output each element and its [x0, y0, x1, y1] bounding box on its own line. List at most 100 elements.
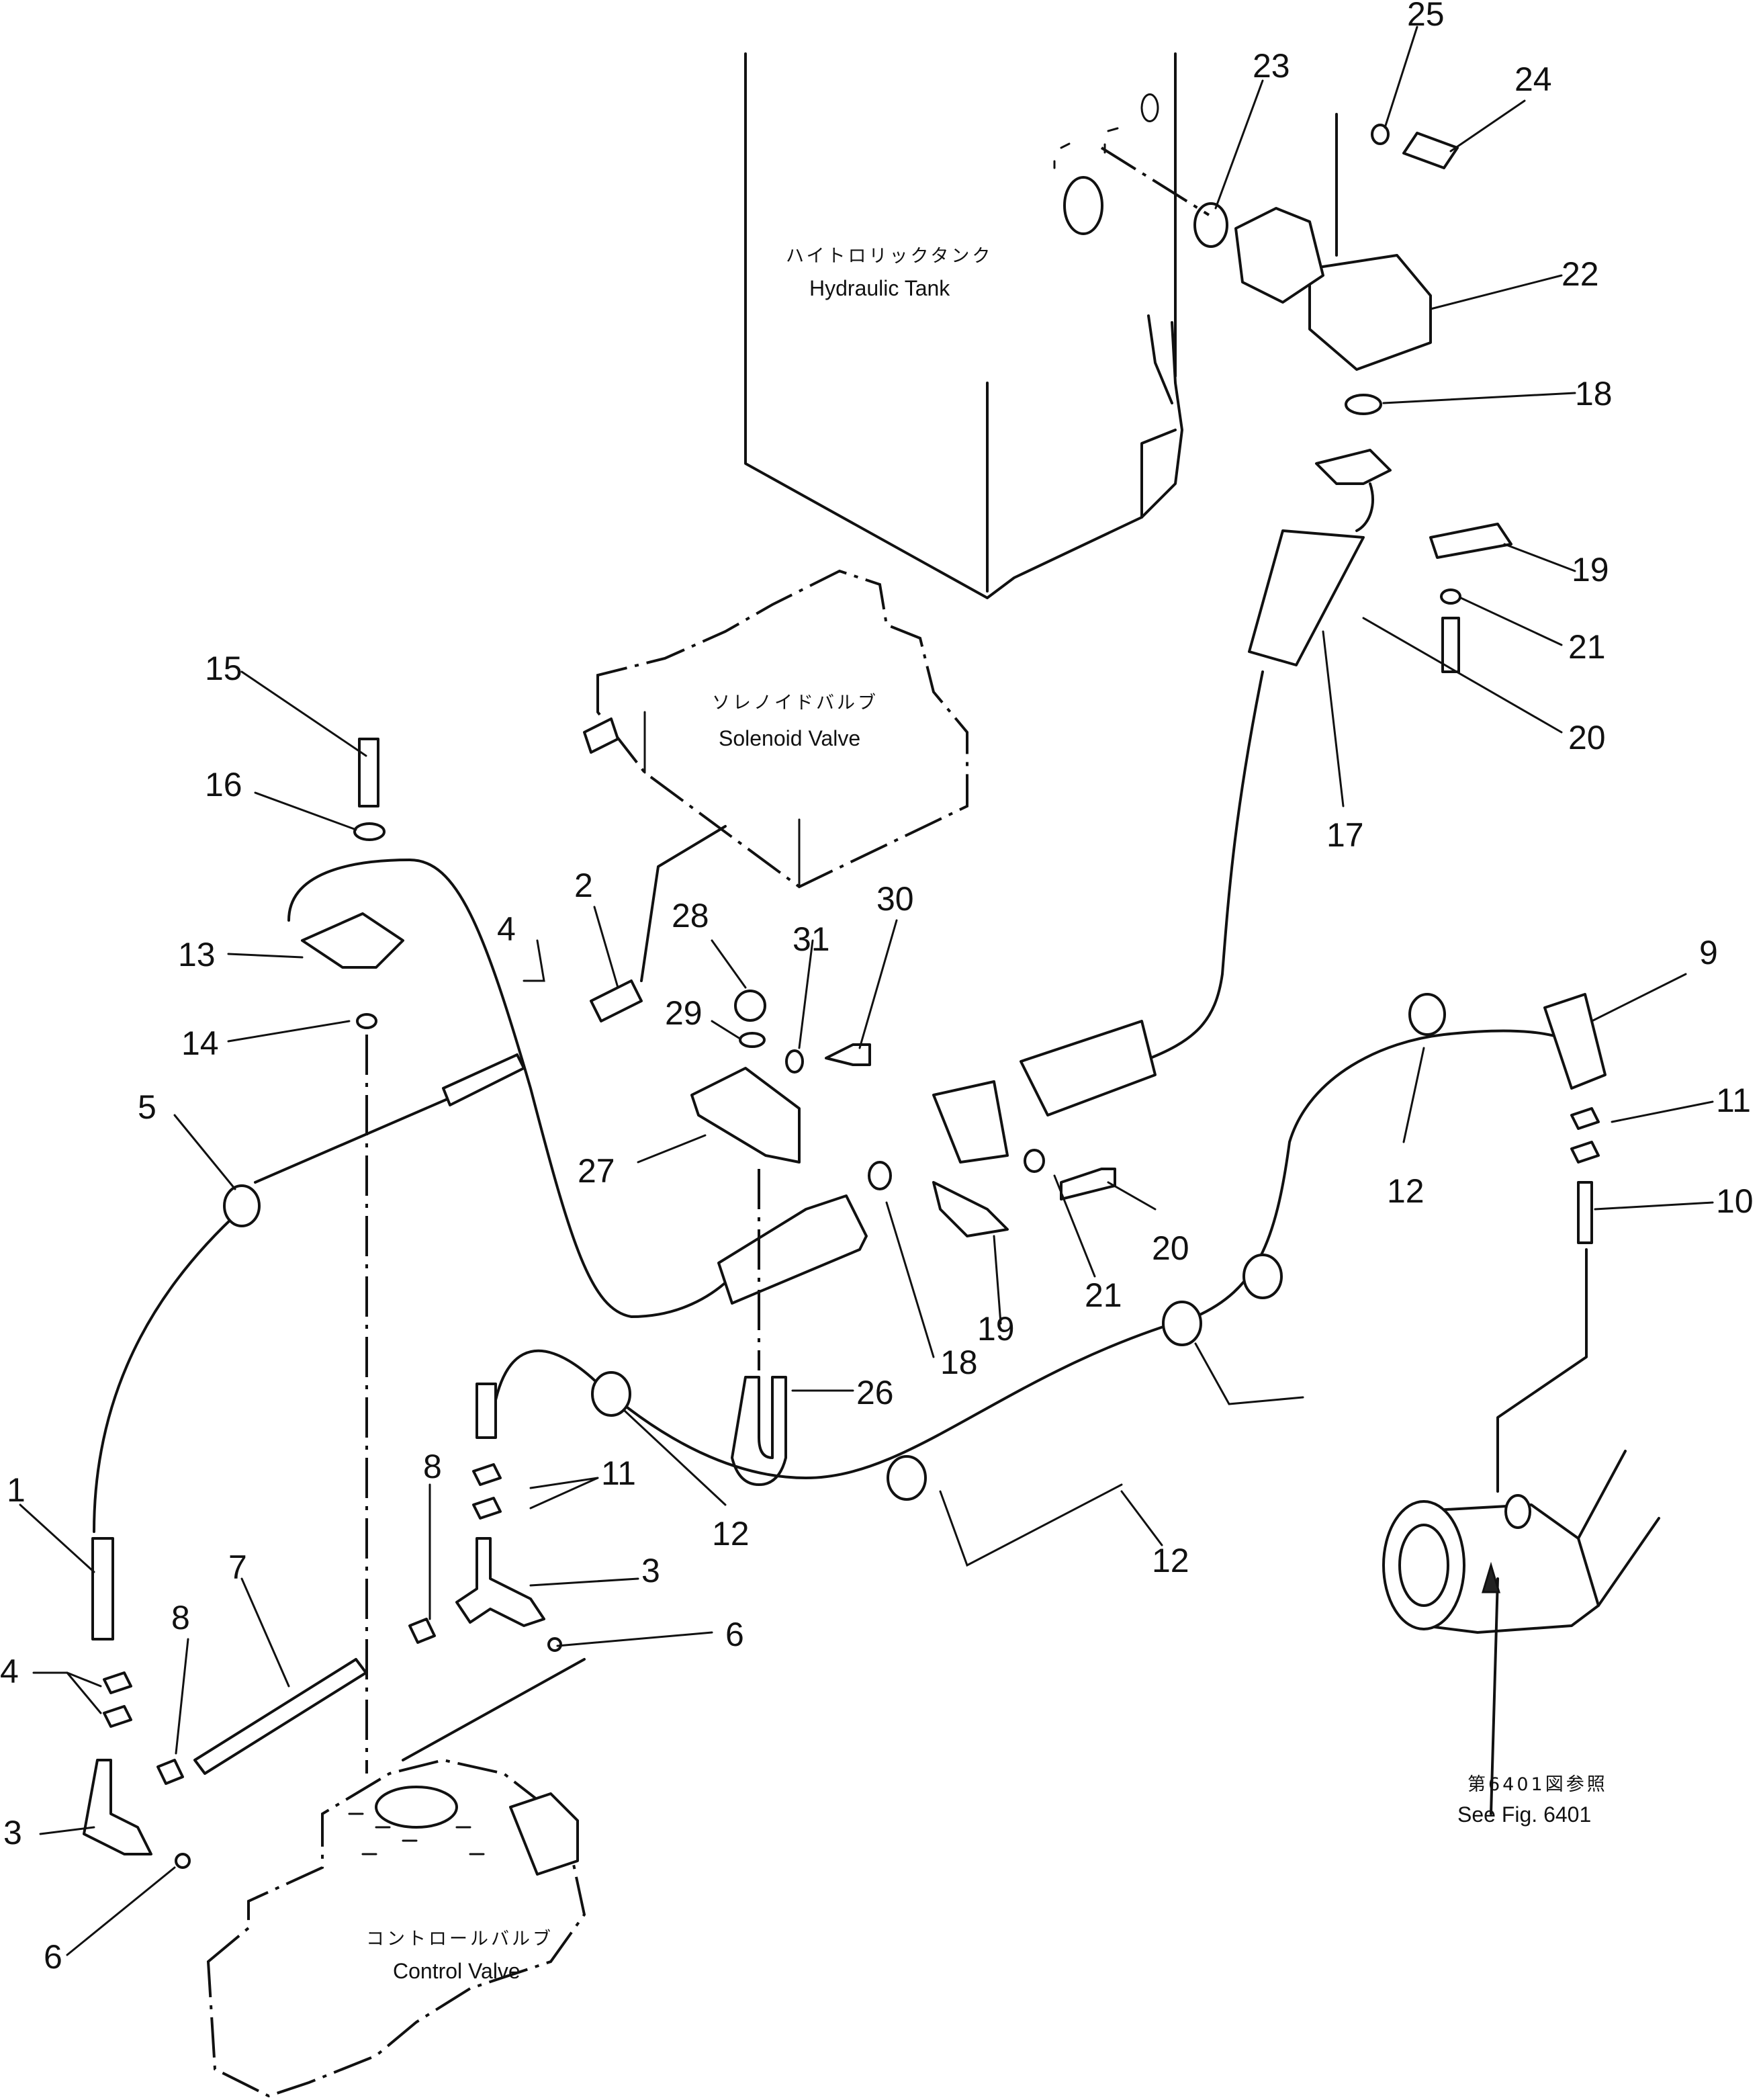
- callout-12-left: 12: [712, 1515, 750, 1552]
- callout-26: 26: [856, 1374, 894, 1411]
- callout-21-lower: 21: [1085, 1276, 1122, 1314]
- solenoid-valve-label-jp: ソレノイドバルブ: [712, 693, 878, 713]
- callout-4-bottom: 4: [0, 1653, 19, 1690]
- callout-17: 17: [1326, 816, 1364, 854]
- part-31-washer: [785, 1049, 804, 1074]
- part-24-bolt: [1402, 132, 1459, 169]
- part-12-bracket-lines: [939, 1342, 1304, 1567]
- part-17-hose: [932, 449, 1392, 1164]
- control-valve-label-en: Control Valve: [393, 1959, 521, 1983]
- part-12-clamp-e: [591, 1371, 631, 1417]
- callout-7: 7: [228, 1548, 247, 1586]
- part-11-clips-left: [472, 1463, 502, 1520]
- callout-20-lower: 20: [1152, 1229, 1189, 1267]
- part-12-clamp-c: [1162, 1301, 1202, 1346]
- part-8-sleeve-right: [408, 1618, 436, 1644]
- callout-22: 22: [1562, 255, 1599, 293]
- part-4-sleeve-top: [442, 1053, 525, 1106]
- callout-19-top: 19: [1572, 551, 1609, 588]
- part-1-hose-end: [91, 1537, 114, 1640]
- callout-19-lower: 19: [977, 1310, 1015, 1348]
- control-valve: コントロールバルブ Control Valve: [206, 1758, 586, 2098]
- part-19-flange-half-lower: [932, 1181, 1009, 1237]
- part-8-sleeve-left: [156, 1759, 184, 1785]
- callout-6-right: 6: [725, 1616, 744, 1653]
- part-21-washer-lower: [1024, 1149, 1045, 1173]
- hydraulic-tank-label-jp: ハイトロリックタンク: [786, 246, 993, 267]
- part-15-bolt: [358, 738, 379, 807]
- callout-18-top: 18: [1575, 375, 1613, 412]
- part-14-o-ring: [356, 1013, 377, 1029]
- callout-6-left: 6: [44, 1938, 62, 1976]
- leader-lines: [19, 26, 1714, 1956]
- callout-11-right: 11: [1716, 1082, 1751, 1119]
- callout-29: 29: [665, 994, 703, 1032]
- callout-30: 30: [876, 880, 914, 918]
- part-6-o-ring-left: [175, 1853, 191, 1869]
- part-12-clamp-a: [1408, 993, 1446, 1036]
- solenoid-valve-label-en: Solenoid Valve: [719, 726, 860, 750]
- part-22-strainer: [1234, 113, 1432, 371]
- part-hose-end-mid: [476, 1383, 497, 1439]
- callout-12-right: 12: [1387, 1172, 1425, 1210]
- callout-9: 9: [1699, 934, 1718, 971]
- hydraulic-tank-label-en: Hydraulic Tank: [809, 276, 950, 300]
- part-19-flange-half-top: [1429, 523, 1512, 559]
- part-11-clips-right: [1570, 1107, 1600, 1164]
- callout-12-bottom: 12: [1152, 1542, 1189, 1579]
- part-7-tube: [193, 1658, 367, 1775]
- callout-14: 14: [181, 1024, 219, 1062]
- callout-1: 1: [7, 1471, 26, 1509]
- part-6-o-ring-right: [547, 1637, 562, 1652]
- part-27-bracket: [690, 1067, 801, 1164]
- part-2-connector: [590, 979, 643, 1022]
- callout-8-right: 8: [423, 1448, 442, 1485]
- callout-25: 25: [1407, 0, 1445, 33]
- part-3-tee-left: [83, 1759, 152, 1855]
- part-5-clamp: [223, 1184, 261, 1227]
- part-12-clamp-d: [887, 1455, 927, 1501]
- callout-21-top: 21: [1568, 628, 1606, 666]
- see-fig-label-jp: 第6401図参照: [1467, 1774, 1608, 1795]
- part-12-clamp-b: [1242, 1254, 1283, 1299]
- callout-31: 31: [793, 920, 830, 958]
- pipe-flange-lower: [717, 1194, 868, 1305]
- part-21-washer-top: [1440, 588, 1461, 605]
- line-control-to-6: [402, 1658, 586, 1761]
- callout-20-top: 20: [1568, 719, 1606, 756]
- part-26-u-pipe: [731, 1376, 787, 1486]
- callout-11-left: 11: [601, 1454, 636, 1492]
- centerline-22: [1100, 146, 1210, 216]
- callout-2: 2: [574, 867, 593, 904]
- pipe-13-to-solenoid: [287, 859, 733, 1318]
- part-18-o-ring-top: [1345, 394, 1382, 415]
- part-29-washer: [739, 1032, 766, 1048]
- callout-28: 28: [672, 897, 709, 934]
- callout-15: 15: [205, 650, 242, 687]
- part-18-o-ring-lower: [868, 1161, 892, 1190]
- callout-24: 24: [1515, 60, 1552, 98]
- callout-8-left: 8: [171, 1599, 190, 1636]
- callout-10: 10: [1716, 1182, 1754, 1220]
- part-9-hose: [1543, 993, 1607, 1090]
- hydraulic-tank: ハイトロリックタンク Hydraulic Tank: [744, 52, 1183, 599]
- callout-18-lower: 18: [940, 1344, 978, 1381]
- control-valve-label-jp: コントロールバルブ: [366, 1929, 553, 1950]
- callout-3-left: 3: [3, 1814, 22, 1851]
- part-3-tee-right: [455, 1537, 545, 1627]
- callout-13: 13: [178, 936, 216, 973]
- part-23-o-ring: [1193, 202, 1228, 248]
- fig-6401-component: 第6401図参照 See Fig. 6401: [1382, 1450, 1660, 1827]
- part-10-connector: [1577, 1181, 1593, 1244]
- part-4-clips-left: [103, 1671, 132, 1728]
- part-13-elbow-flange: [301, 912, 404, 969]
- callout-4-top: 4: [497, 910, 516, 948]
- callout-5: 5: [138, 1088, 156, 1126]
- part-30-bolt: [825, 1043, 871, 1066]
- see-fig-label-en: See Fig. 6401: [1457, 1802, 1591, 1827]
- callout-23: 23: [1253, 47, 1290, 85]
- part-20-bolt-top: [1441, 617, 1460, 673]
- pipe-5-line: [93, 1208, 243, 1533]
- part-28-nut: [734, 990, 766, 1022]
